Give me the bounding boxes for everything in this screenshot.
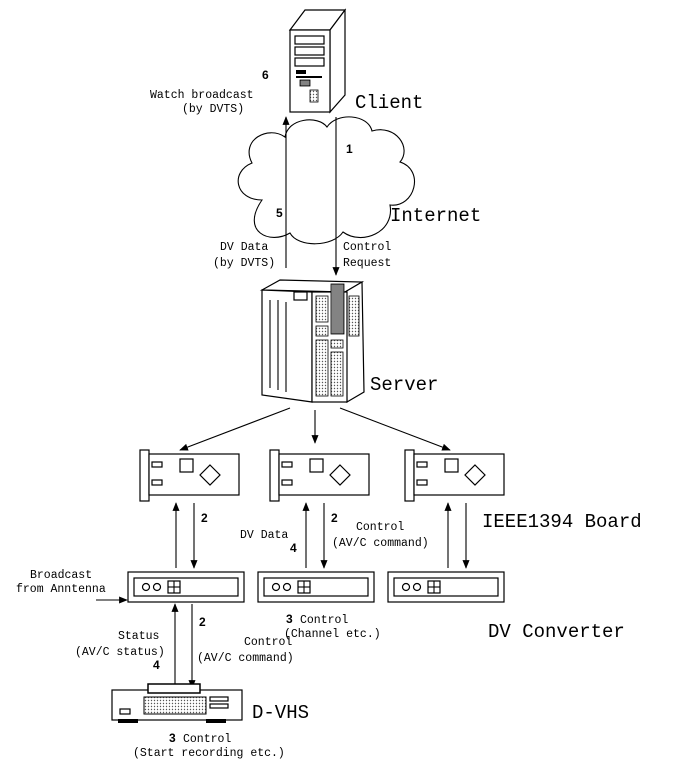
- ieee1394-board-right-icon: [404, 449, 505, 502]
- channel-control-sub: (Channel etc.): [284, 628, 381, 641]
- recording-control-sub: (Start recording etc.): [133, 747, 285, 760]
- ieee1394-board-label: IEEE1394 Board: [482, 511, 642, 533]
- step-2-mid: 2: [331, 511, 338, 525]
- dvhs-deck-icon: [111, 683, 243, 723]
- watch-broadcast-sub: (by DVTS): [182, 103, 244, 116]
- channel-control-text: Control: [300, 614, 348, 627]
- ieee1394-board-mid-icon: [269, 449, 370, 502]
- client-label: Client: [355, 92, 423, 114]
- server-to-board-left-arrow: [179, 407, 291, 451]
- control-request-sub: Request: [343, 257, 391, 270]
- server-icon: [259, 279, 365, 404]
- step-5: 5: [276, 206, 283, 220]
- step-1: 1: [346, 142, 353, 156]
- server-label: Server: [370, 374, 438, 396]
- step-3-lower: 3: [169, 731, 176, 745]
- status-sub: (AV/C status): [75, 646, 165, 659]
- step-6: 6: [262, 68, 269, 82]
- control-avc-text: Control: [356, 521, 404, 534]
- dv-data-mid-text: DV Data: [240, 529, 288, 542]
- control-avc-sub: (AV/C command): [332, 537, 429, 550]
- step-4-mid: 4: [290, 541, 297, 555]
- dv-converter-label: DV Converter: [488, 621, 625, 643]
- client-pc-icon: [288, 8, 347, 114]
- control-request-text: Control: [343, 241, 391, 254]
- watch-broadcast-text: Watch broadcast: [150, 89, 254, 102]
- recording-control-text: Control: [183, 733, 231, 746]
- internet-cloud: [237, 116, 416, 245]
- internet-label: Internet: [390, 205, 481, 227]
- dv-converter-mid-icon: [257, 571, 375, 603]
- dv-data-sub: (by DVTS): [213, 257, 275, 270]
- step-3-mid: 3: [286, 612, 293, 626]
- broadcast-sub: from Anntenna: [16, 583, 106, 596]
- step-2-lower: 2: [199, 615, 206, 629]
- step-4-lower: 4: [153, 658, 160, 672]
- dv-converter-right-icon: [387, 571, 505, 603]
- step-2-left: 2: [201, 511, 208, 525]
- dv-data-text: DV Data: [220, 241, 268, 254]
- control-avc2-sub: (AV/C command): [197, 652, 294, 665]
- dv-converter-left-icon: [127, 571, 245, 603]
- status-text: Status: [118, 630, 159, 643]
- control-avc2-text: Control: [244, 636, 292, 649]
- server-to-board-right-arrow: [339, 407, 451, 451]
- dvhs-label: D-VHS: [252, 702, 309, 724]
- broadcast-text: Broadcast: [30, 569, 92, 582]
- ieee1394-board-left-icon: [139, 449, 240, 502]
